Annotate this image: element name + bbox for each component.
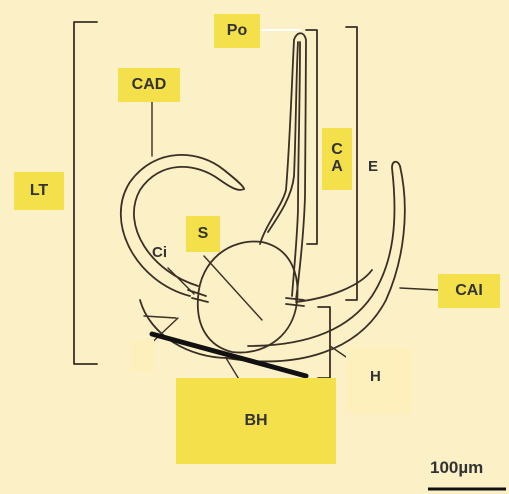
label-h: H (370, 368, 381, 385)
lt-bracket (74, 22, 97, 364)
label-ca: C A (322, 128, 352, 190)
label-e: E (368, 158, 378, 175)
label-ca-top: C (331, 142, 343, 159)
label-ca-bottom: A (331, 159, 343, 176)
ca-bracket (306, 30, 317, 244)
label-cad: CAD (118, 68, 180, 102)
label-s: S (186, 216, 220, 252)
ventral-arm-outer (226, 162, 405, 362)
ventral-arm-inner (296, 270, 372, 302)
sphere (198, 242, 298, 353)
thick-pointer-bar (152, 334, 306, 376)
label-ci: Ci (152, 244, 167, 261)
apical-spine-inner-1 (268, 42, 298, 232)
scale-bar-label: 100µm (430, 458, 483, 478)
label-lt: LT (14, 172, 64, 210)
faded-box-left (130, 340, 154, 372)
label-bh: BH (176, 378, 336, 464)
dorsal-arm-outer (121, 155, 244, 296)
label-cai: CAI (438, 274, 500, 308)
label-po: Po (214, 14, 260, 48)
cai-pointer (400, 288, 438, 290)
s-pointer (204, 256, 262, 320)
h-bracket (318, 307, 330, 378)
